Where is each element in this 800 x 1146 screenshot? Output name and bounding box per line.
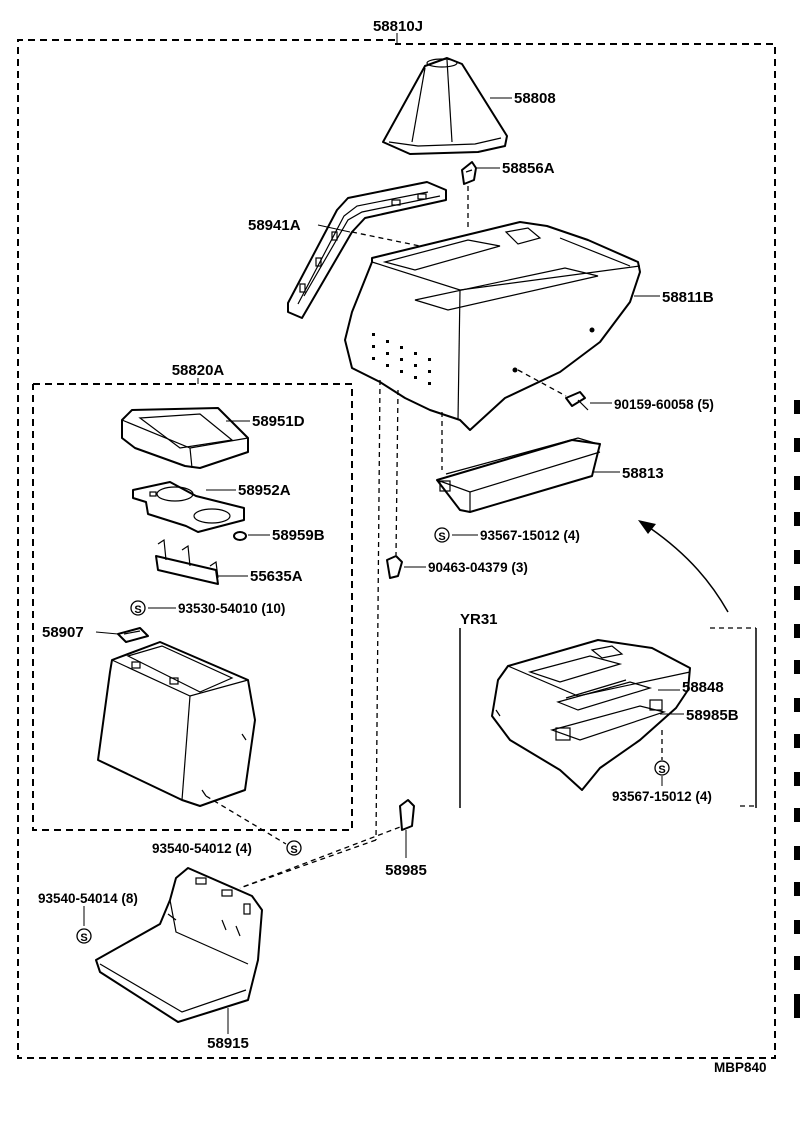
screw-symbol-bracket: S [76, 928, 92, 944]
label-variant-tray: 58848 [682, 679, 724, 696]
clip-mid [386, 555, 403, 579]
label-assembly: 58810J [373, 18, 423, 35]
screw-symbol-variant: S [654, 760, 670, 776]
latch [117, 627, 149, 643]
label-clip-top: 58856A [502, 160, 555, 177]
label-variant: YR31 [460, 611, 498, 628]
assembly-frame [17, 33, 776, 1059]
hinge [155, 538, 219, 585]
variant-console [491, 639, 691, 791]
screw-symbol-tray: S [434, 527, 450, 543]
screw-mark-bracket: S [80, 932, 87, 944]
label-screw-box: 93540-54012 (4) [152, 841, 252, 856]
lid-cover [121, 407, 249, 469]
cap [233, 531, 247, 541]
label-bracket: 58915 [207, 1035, 249, 1052]
scan-edge-marks [794, 400, 800, 1018]
screw-symbol-box: S [286, 840, 302, 856]
sub-assembly-frame [32, 378, 353, 831]
label-latch: 58907 [42, 624, 84, 641]
side-rail [287, 181, 447, 319]
tray [436, 437, 601, 513]
screw-symbol-lid: S [130, 600, 146, 616]
label-clip-low: 58985 [385, 862, 427, 879]
screw-mark-lid: S [134, 604, 141, 616]
variant-frame [459, 627, 757, 808]
bracket [95, 867, 263, 1023]
console-body [344, 221, 641, 431]
screw-mark-box: S [290, 844, 297, 856]
label-cap: 58959B [272, 527, 325, 544]
label-screw-tray: 93567-15012 (4) [480, 528, 580, 543]
clip-top [461, 161, 477, 185]
label-tray: 58813 [622, 465, 664, 482]
label-screw-lid: 93530-54010 (10) [178, 601, 285, 616]
label-sub-assembly: 58820A [172, 362, 225, 379]
screw-mark-tray: S [438, 531, 445, 543]
label-screw: 90159-60058 (5) [614, 397, 714, 412]
label-side-rail: 58941A [248, 217, 301, 234]
label-hinge: 55635A [250, 568, 303, 585]
label-lid-cover: 58951D [252, 413, 305, 430]
cup-holder [132, 481, 245, 533]
shift-boot [382, 57, 508, 155]
label-variant-clip: 58985B [686, 707, 739, 724]
variant-arrow [638, 520, 729, 613]
storage-box [97, 641, 256, 807]
screw-body [565, 391, 589, 411]
label-variant-screw: 93567-15012 (4) [612, 789, 712, 804]
label-cup-holder: 58952A [238, 482, 291, 499]
clip-low [399, 799, 415, 831]
label-clip-mid: 90463-04379 (3) [428, 560, 528, 575]
screw-mark-variant: S [658, 764, 665, 776]
label-drawing-code: MBP840 [714, 1060, 767, 1075]
label-screw-bracket: 93540-54014 (8) [38, 891, 138, 906]
label-console-body: 58811B [662, 289, 714, 306]
label-boot: 58808 [514, 90, 556, 107]
